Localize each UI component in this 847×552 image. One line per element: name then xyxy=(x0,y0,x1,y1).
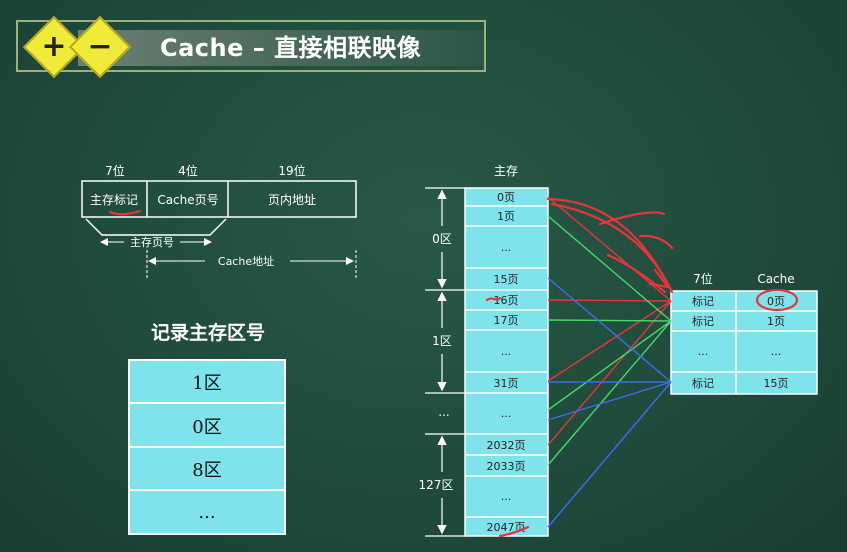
record-row: 1区 xyxy=(192,373,221,394)
field-bits-tag: 7位 xyxy=(105,163,125,178)
memory-cell: 2033页 xyxy=(487,460,526,473)
mapping-lines xyxy=(547,196,672,528)
memory-cell: ... xyxy=(501,241,512,254)
memory-cell: 0页 xyxy=(497,191,515,204)
cache-tag: ... xyxy=(698,345,709,358)
address-box xyxy=(81,180,357,218)
field-bits-offset: 19位 xyxy=(278,163,305,178)
memory-cell: 1页 xyxy=(497,210,515,223)
main-page-bracket xyxy=(85,218,227,236)
cache-title: Cache xyxy=(757,272,794,286)
memory-cell: 2032页 xyxy=(487,439,526,452)
memory-cell: ... xyxy=(501,407,512,420)
record-table-title: 记录主存区号 xyxy=(151,321,265,344)
cache-block: 7位 Cache 标记 标记 ... 标记 0页 1页 ... 15页 xyxy=(670,271,818,395)
record-row: 8区 xyxy=(192,460,221,481)
cache-bits-label: 7位 xyxy=(693,271,713,286)
memory-cell: 2047页 xyxy=(487,521,526,534)
plus-icon: + xyxy=(41,29,67,64)
cache-page: 1页 xyxy=(767,315,785,328)
field-page-offset: 页内地址 xyxy=(268,193,316,207)
zone-label: 127区 xyxy=(419,478,454,492)
memory-cell: 31页 xyxy=(494,377,519,390)
page-title: Cache – 直接相联映像 xyxy=(160,34,422,62)
field-cache-page: Cache页号 xyxy=(157,193,218,207)
memory-cell: 16页 xyxy=(494,294,519,307)
main-memory: 主存 0页 1页 ... 15页 16页 17页 ... 31页 ... xyxy=(419,164,549,537)
field-tag: 主存标记 xyxy=(90,193,138,207)
zone-label: 1区 xyxy=(432,334,452,348)
cache-page: ... xyxy=(771,345,782,358)
cache-address-label: Cache地址 xyxy=(218,254,274,268)
cache-tag: 标记 xyxy=(692,376,714,390)
cache-page: 15页 xyxy=(764,377,789,390)
field-bits-cache: 4位 xyxy=(178,163,198,178)
record-table: 记录主存区号 1区 0区 8区 ... xyxy=(128,321,286,535)
main-page-label: 主存页号 xyxy=(130,235,174,249)
record-row: ... xyxy=(198,502,215,523)
memory-cell: 17页 xyxy=(494,314,519,327)
title-bar-shading xyxy=(78,30,484,66)
zone-label: ... xyxy=(438,405,449,419)
zone-label: 0区 xyxy=(432,232,452,246)
cache-page: 0页 xyxy=(767,295,785,308)
memory-cell: 15页 xyxy=(494,273,519,286)
record-row: 0区 xyxy=(192,417,221,438)
main-memory-title: 主存 xyxy=(494,164,518,178)
cache-tag: 标记 xyxy=(692,294,714,308)
handwritten-annotations xyxy=(108,197,799,538)
title-bar xyxy=(16,20,486,72)
cache-tag: 标记 xyxy=(692,314,714,328)
memory-cell: ... xyxy=(501,490,512,503)
address-format: 7位 4位 19位 主存标记 Cache页号 页内地址 主存页号 Cache地址 xyxy=(81,163,357,278)
memory-cell: ... xyxy=(501,345,512,358)
minus-icon: − xyxy=(87,29,113,64)
